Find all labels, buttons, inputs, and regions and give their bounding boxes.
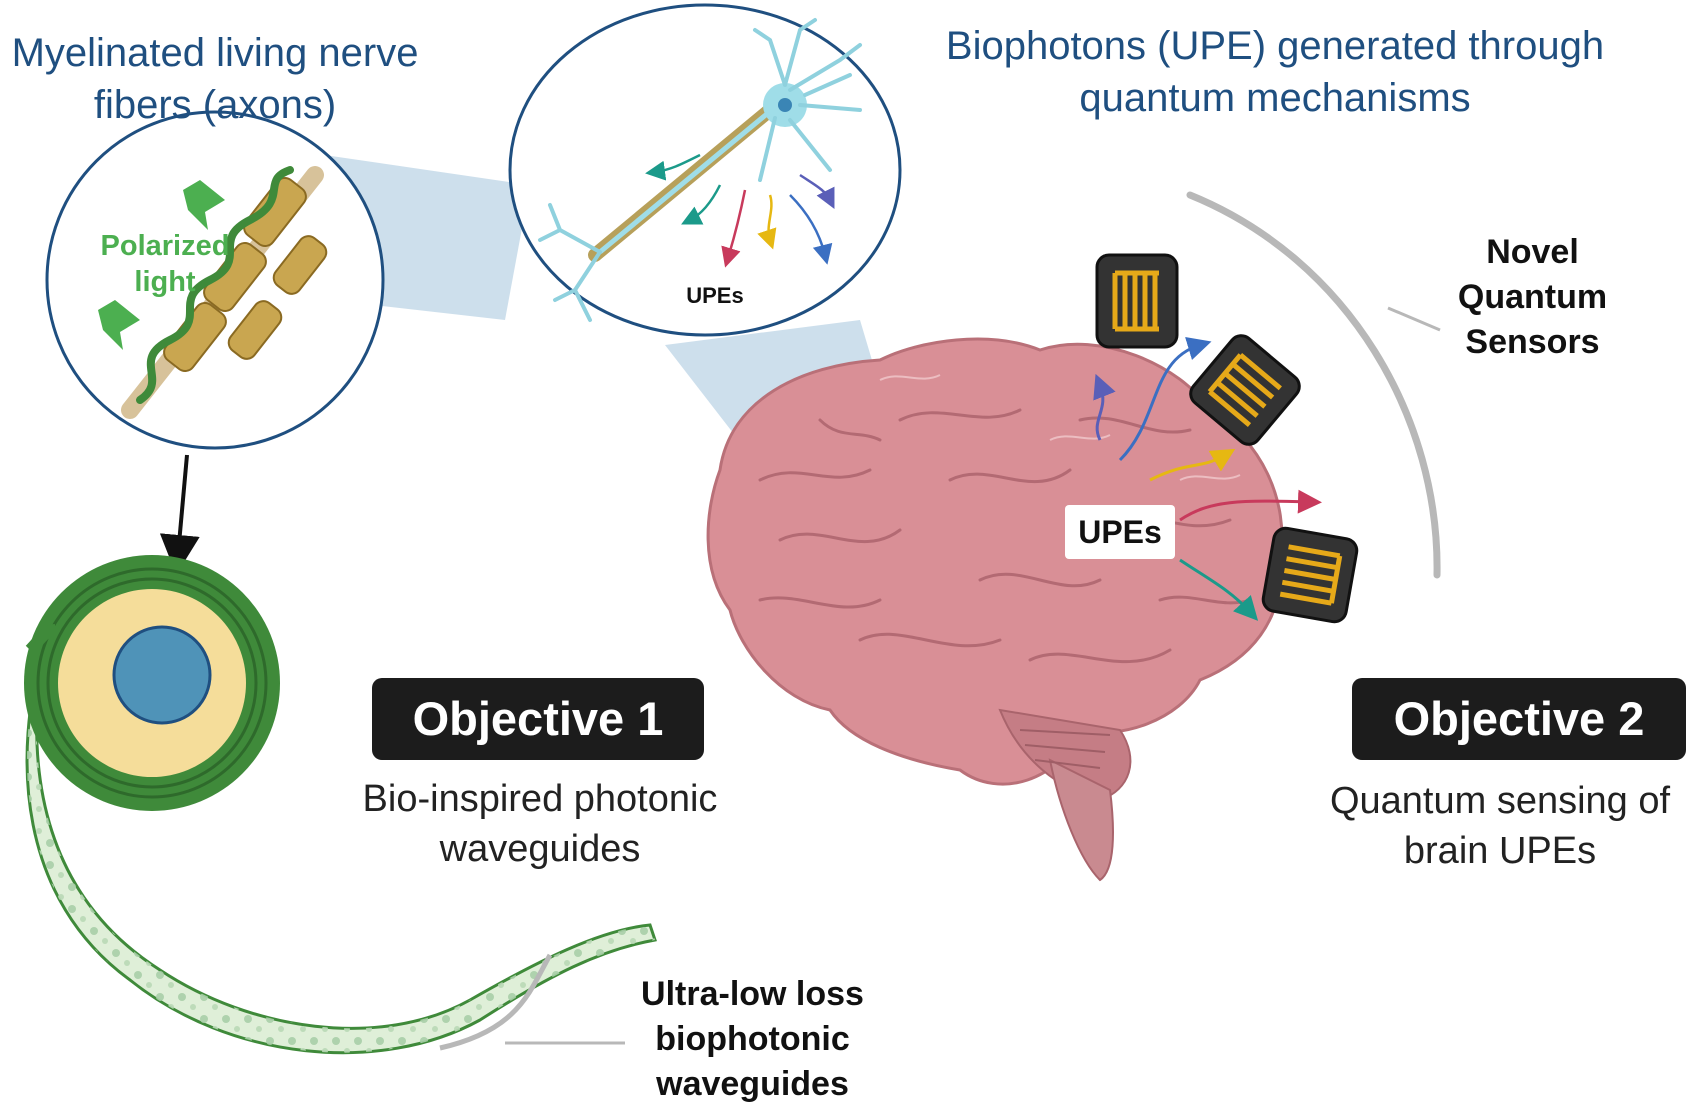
objective-1-description: Bio-inspired photonic waveguides: [362, 778, 718, 870]
down-arrow: [159, 454, 200, 575]
sensor-arc: [1186, 191, 1441, 579]
upe-arrow-blue: [1118, 336, 1212, 462]
objective-2-description: Quantum sensing of brain UPEs: [1329, 780, 1671, 872]
upe-arrow-gold: [1149, 448, 1236, 482]
objective-1-badge: Objective 1: [372, 678, 704, 760]
brain-upes-tag: UPEs: [1065, 505, 1175, 559]
upe-arrow-purple: [1093, 373, 1116, 441]
upe-arrow-red: [1179, 489, 1322, 522]
sensor-leader-line: [1387, 306, 1441, 332]
neuron-icon: [508, 3, 902, 337]
brain-icon: [706, 337, 1284, 882]
neuron-upes-label: UPEs: [686, 283, 744, 308]
quantum-sensor-icon: [1095, 253, 1359, 624]
upe-arrow-teal: [1179, 558, 1259, 621]
objective-2-badge: Objective 2: [1352, 678, 1686, 760]
polarized-light-label: Polarized light: [100, 230, 230, 298]
waveguide-bracket: [439, 953, 553, 1051]
biophotons-title: Biophotons (UPE) generated through quant…: [945, 24, 1605, 120]
waveguides-label: Ultra-low loss biophotonic waveguides: [641, 975, 864, 1103]
waveguide-cross-section-icon: [24, 555, 657, 1055]
nerve-fibers-title: Myelinated living nerve fibers (axons): [11, 31, 419, 127]
quantum-sensors-label: Novel Quantum Sensors: [1457, 233, 1608, 361]
myelinated-axon-icon: [45, 110, 385, 450]
